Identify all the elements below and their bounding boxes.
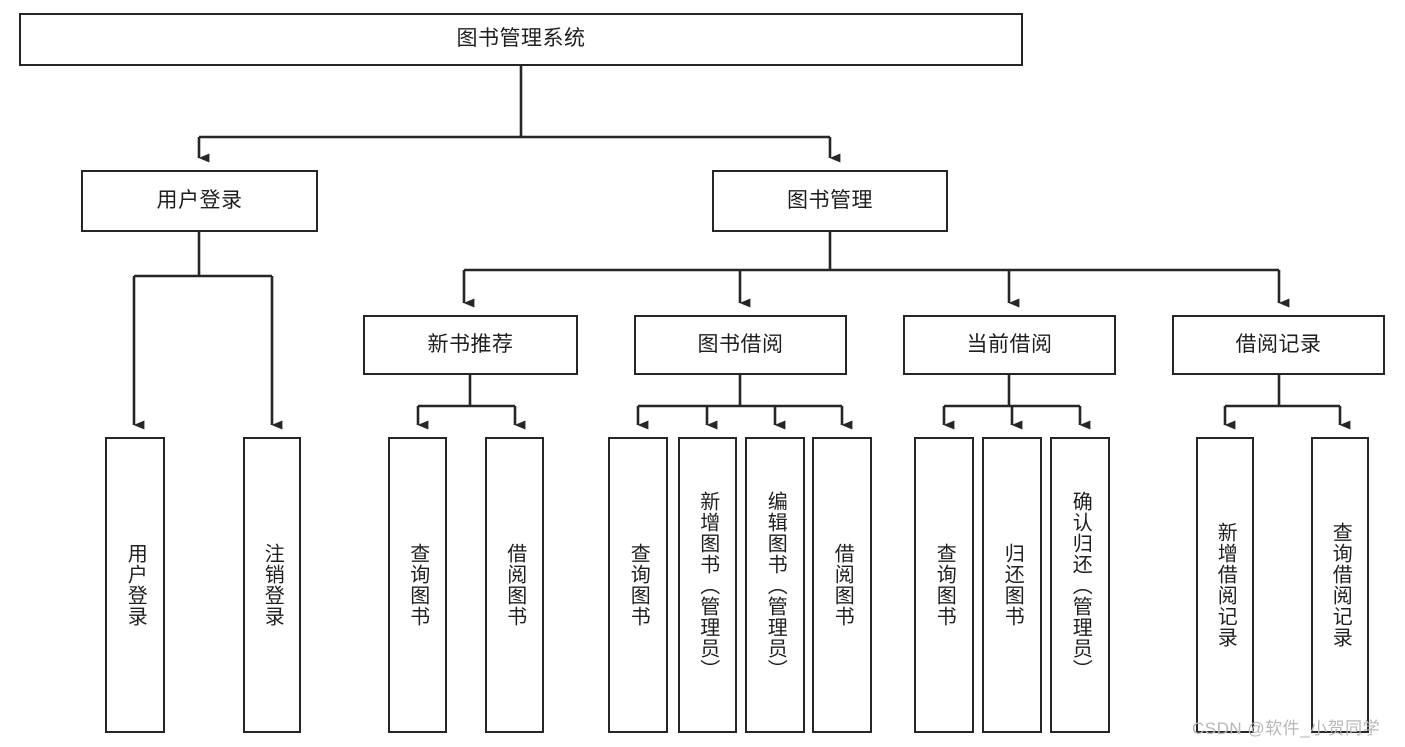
node-leaf-user-login[interactable]: 用户登录 (105, 437, 165, 733)
node-label: 用户登录 (156, 188, 243, 212)
node-book-borrow[interactable]: 图书借阅 (634, 315, 847, 375)
node-root-system[interactable]: 图书管理系统 (19, 13, 1023, 66)
node-label: 查询借阅记录 (1329, 522, 1352, 648)
node-leaf-query-borrow-record[interactable]: 查询借阅记录 (1311, 437, 1369, 733)
node-user-login[interactable]: 用户登录 (81, 170, 318, 232)
node-label: 借阅图书 (503, 543, 526, 627)
node-label: 当前借阅 (966, 332, 1053, 356)
node-leaf-add-borrow-record[interactable]: 新增借阅记录 (1196, 437, 1254, 733)
node-label: 图书管理 (787, 188, 873, 212)
node-label: 新书推荐 (427, 332, 514, 356)
node-label: 图书管理系统 (456, 27, 586, 51)
node-borrow-record[interactable]: 借阅记录 (1172, 315, 1385, 375)
node-current-borrow[interactable]: 当前借阅 (903, 315, 1116, 375)
node-label: 注销登录 (261, 543, 284, 627)
node-leaf-borrow-book[interactable]: 借阅图书 (812, 437, 872, 733)
node-label: 新增借阅记录 (1214, 522, 1237, 648)
node-leaf-return-book[interactable]: 归还图书 (982, 437, 1042, 733)
node-label: 图书借阅 (697, 332, 784, 356)
node-label: 查询图书 (406, 543, 429, 627)
csdn-watermark: CSDN @软件_小贺同学 (1192, 719, 1381, 738)
node-label: 借阅图书 (831, 543, 854, 627)
node-label: 编辑图书（管理员） (764, 490, 787, 680)
node-leaf-edit-book-admin[interactable]: 编辑图书（管理员） (745, 437, 805, 733)
node-label: 查询图书 (933, 543, 956, 627)
node-label: 确认归还（管理员） (1069, 490, 1092, 680)
node-label: 查询图书 (627, 543, 650, 627)
node-leaf-confirm-return-admin[interactable]: 确认归还（管理员） (1050, 437, 1110, 733)
node-leaf-query-book-current[interactable]: 查询图书 (914, 437, 974, 733)
node-leaf-query-book-recommend[interactable]: 查询图书 (388, 437, 447, 733)
node-leaf-borrow-book-recommend[interactable]: 借阅图书 (485, 437, 544, 733)
node-leaf-logout[interactable]: 注销登录 (243, 437, 301, 733)
node-new-book-recommend[interactable]: 新书推荐 (363, 315, 578, 375)
node-label: 新增图书（管理员） (696, 490, 719, 680)
node-label: 借阅记录 (1235, 332, 1322, 356)
node-book-management[interactable]: 图书管理 (712, 170, 948, 232)
node-label: 归还图书 (1001, 543, 1024, 627)
node-leaf-query-book-borrow[interactable]: 查询图书 (608, 437, 668, 733)
node-leaf-add-book-admin[interactable]: 新增图书（管理员） (678, 437, 737, 733)
node-label: 用户登录 (124, 543, 147, 627)
